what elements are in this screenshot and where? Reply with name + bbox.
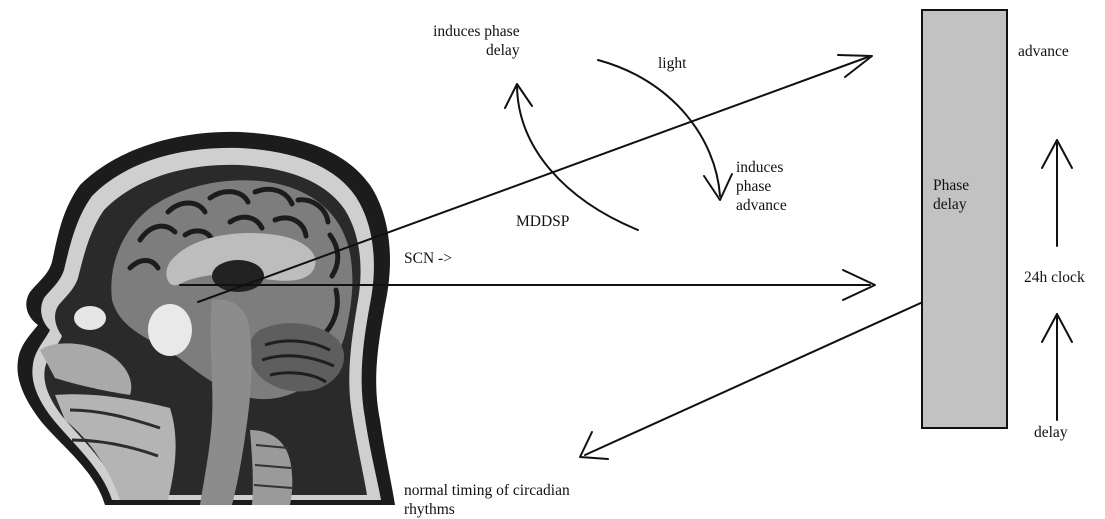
label-normal-timing: normal timing of circadian rhythms (404, 481, 570, 519)
arrow-mddsp-curve (517, 86, 638, 230)
label-clock-delay: delay (1034, 423, 1068, 442)
label-clock-advance: advance (1018, 42, 1069, 61)
label-induces-phase-advance: induces phase advance (736, 158, 787, 215)
label-scn: SCN -> (404, 249, 452, 268)
phase-bar (922, 10, 1007, 428)
label-mddsp: MDDSP (516, 212, 569, 231)
arrow-light-curve (598, 60, 720, 196)
label-clock-24h: 24h clock (1024, 268, 1085, 287)
arrow-normal-timing (585, 292, 945, 455)
label-induces-phase-delay: induces phase delay (426, 22, 520, 60)
label-bar-phase-delay: Phase delay (933, 176, 969, 214)
label-light: light (658, 54, 686, 73)
head-mri-image (17, 132, 395, 505)
